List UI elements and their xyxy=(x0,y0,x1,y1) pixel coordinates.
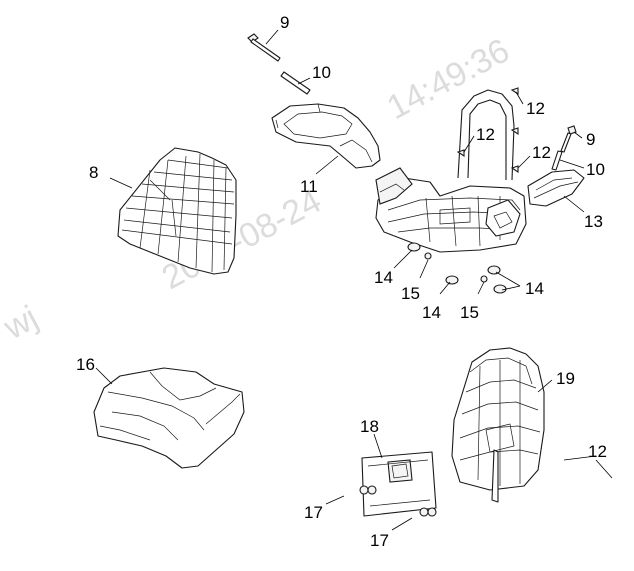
callout-19: 19 xyxy=(556,369,575,388)
callout-10-top: 10 xyxy=(312,63,331,82)
part-19-seat-back xyxy=(451,347,545,503)
callout-14-c: 14 xyxy=(525,279,544,298)
callout-14-a: 14 xyxy=(374,268,393,287)
seat-frame-assembly xyxy=(375,87,527,294)
callout-12-d: 12 xyxy=(588,442,607,461)
callout-15-b: 15 xyxy=(460,303,479,322)
callout-9-right: 9 xyxy=(586,130,595,149)
part-13-grab-handle xyxy=(527,169,585,207)
callout-12-a: 12 xyxy=(526,99,545,118)
callout-12-b: 12 xyxy=(476,125,495,144)
callout-13: 13 xyxy=(584,212,603,231)
callout-9-top: 9 xyxy=(280,13,289,32)
part-11-handle-frame xyxy=(271,103,381,169)
callout-18: 18 xyxy=(360,417,379,436)
leader-lines xyxy=(95,29,613,531)
callout-16: 16 xyxy=(76,355,95,374)
part-9-bolt xyxy=(247,33,281,62)
part-9-bolt-right xyxy=(560,125,577,153)
part-10-spacer-right xyxy=(551,150,563,171)
part-8-seat-cushion xyxy=(117,147,237,275)
callout-15-a: 15 xyxy=(401,284,420,303)
part-10-spacer xyxy=(280,71,311,95)
callout-11: 11 xyxy=(300,177,318,196)
callout-8: 8 xyxy=(89,163,98,182)
watermark-initials: wj xyxy=(0,298,44,347)
callout-14-b: 14 xyxy=(422,303,441,322)
callout-17-a: 17 xyxy=(304,503,323,522)
callout-10-right: 10 xyxy=(586,160,605,179)
callout-12-c: 12 xyxy=(532,143,551,162)
callout-labels: 8 9 10 11 12 12 12 9 10 13 14 15 14 15 1… xyxy=(76,13,607,550)
callout-17-b: 17 xyxy=(370,531,389,550)
part-16-rear-cover xyxy=(93,367,245,469)
part-18-bracket-plate xyxy=(359,451,437,517)
watermark: 14:49:36 2021-08-24 wj xyxy=(0,31,516,347)
